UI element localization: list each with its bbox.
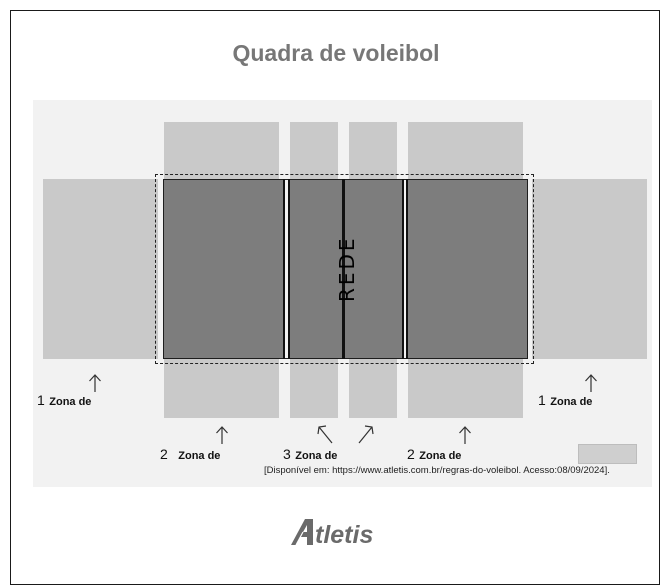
zone-label-2-left: 2 Zona de bbox=[160, 446, 220, 464]
zone-label-2-right: 2 Zona de bbox=[407, 446, 461, 464]
zone-1-right-area bbox=[532, 179, 647, 359]
atletis-logo: tletis bbox=[291, 519, 373, 549]
court-front-right bbox=[345, 180, 402, 358]
zone-number: 2 bbox=[160, 446, 168, 462]
arrow-up-icon bbox=[89, 374, 101, 392]
zone-text: Zona de bbox=[49, 396, 92, 408]
diagram-title: Quadra de voleibol bbox=[232, 40, 440, 66]
zone-number: 2 bbox=[407, 446, 415, 462]
zone-text: Zona de bbox=[419, 450, 462, 462]
legend-swatch bbox=[578, 444, 637, 464]
court-back-right bbox=[408, 180, 527, 358]
zone-text: Zona de bbox=[550, 396, 593, 408]
zone-1-left-area bbox=[43, 179, 158, 359]
zone-text: Zona de bbox=[295, 450, 338, 462]
court-dashed-boundary bbox=[155, 174, 534, 364]
arrow-up-right-icon bbox=[358, 425, 374, 444]
attack-line-right bbox=[406, 179, 408, 359]
zone-label-1-left: 1 Zona de bbox=[37, 392, 91, 410]
arrow-up-icon bbox=[585, 374, 597, 392]
zone-number: 1 bbox=[538, 392, 546, 408]
zone-label-1-right: 1 Zona de bbox=[538, 392, 592, 410]
source-citation: [Disponível em: https://www.atletis.com.… bbox=[264, 465, 610, 476]
net-label: REDE bbox=[335, 235, 359, 302]
zone-text: Zona de bbox=[178, 450, 221, 462]
zone-label-3: 3 Zona de bbox=[283, 446, 337, 464]
arrow-up-icon bbox=[216, 426, 228, 444]
svg-text:tletis: tletis bbox=[315, 521, 373, 549]
zone-number: 1 bbox=[37, 392, 45, 408]
court-front-left bbox=[290, 180, 342, 358]
arrow-up-left-icon bbox=[317, 425, 333, 444]
court-back-left bbox=[164, 180, 283, 358]
attack-line-right-inner bbox=[402, 179, 404, 359]
net-line bbox=[342, 179, 345, 359]
attack-line-left-inner bbox=[288, 179, 290, 359]
court-outline bbox=[163, 179, 528, 359]
attack-line-left bbox=[283, 179, 285, 359]
zone-number: 3 bbox=[283, 446, 291, 462]
arrow-up-icon bbox=[459, 426, 471, 444]
